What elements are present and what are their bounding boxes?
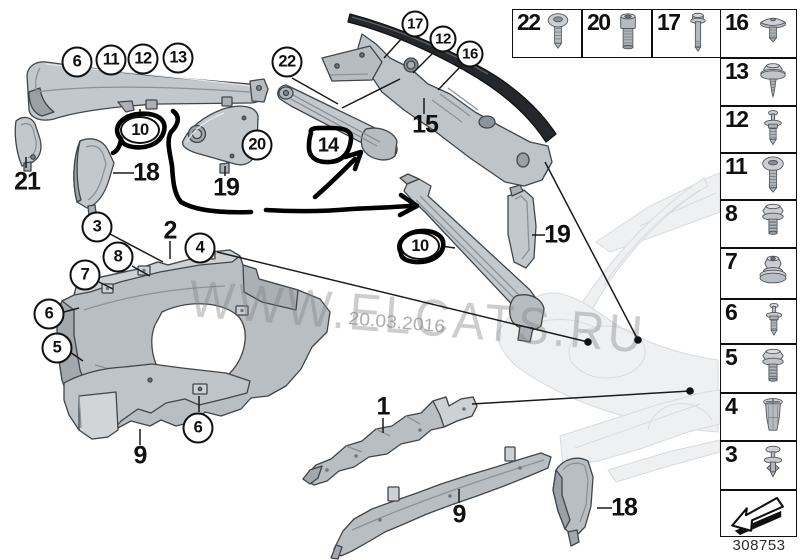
expanding-rivet-icon — [763, 445, 783, 478]
flat-head-screw-icon — [759, 17, 787, 43]
label-14[interactable]: 14 — [317, 134, 339, 157]
fastener-cell-8[interactable]: 8 — [720, 200, 797, 248]
fastener-number: 16 — [725, 9, 749, 35]
fastener-number: 6 — [725, 299, 738, 325]
callout-6-liner[interactable]: 6 — [33, 298, 65, 330]
label-9-left[interactable]: 9 — [133, 441, 148, 470]
fastener-cell-17[interactable]: 17 — [652, 9, 722, 58]
direction-arrow-cell[interactable] — [720, 490, 797, 537]
callout-8[interactable]: 8 — [102, 241, 134, 273]
callout-10-right[interactable]: 10 — [400, 232, 440, 260]
leader-dots — [584, 336, 694, 395]
callout-5[interactable]: 5 — [41, 332, 73, 364]
label-15[interactable]: 15 — [412, 110, 439, 139]
fastener-cell-4[interactable]: 4 — [720, 393, 797, 441]
fastener-number: 17 — [657, 9, 681, 35]
callout-16[interactable]: 16 — [456, 40, 484, 68]
fastener-cell-16[interactable]: 16 — [720, 9, 797, 58]
fastener-number: 11 — [725, 153, 748, 179]
hex-bolt-icon — [690, 12, 706, 52]
fastener-cell-11[interactable]: 11 — [720, 153, 797, 200]
part-sill-cover-9-left — [63, 363, 251, 440]
socket-cap-screw-icon — [620, 13, 636, 50]
label-19-left[interactable]: 19 — [213, 173, 240, 202]
label-21[interactable]: 21 — [14, 167, 41, 196]
part-cover-21 — [14, 116, 42, 172]
label-18-left[interactable]: 18 — [133, 158, 160, 187]
label-9-right[interactable]: 9 — [452, 500, 467, 529]
callout-6-strip[interactable]: 6 — [61, 46, 93, 78]
fastener-number: 13 — [725, 58, 749, 84]
fastener-cell-20[interactable]: 20 — [582, 9, 652, 58]
fastener-cell-22[interactable]: 22 — [512, 9, 582, 58]
label-18-right[interactable]: 18 — [611, 493, 638, 522]
callout-10-left[interactable]: 10 — [120, 116, 160, 144]
callout-13[interactable]: 13 — [162, 42, 194, 74]
callout-17[interactable]: 17 — [401, 10, 429, 38]
fastener-number: 3 — [725, 441, 738, 467]
pan-head-screw-icon — [547, 13, 569, 49]
part-bracket-1 — [302, 396, 478, 486]
expansion-nut-icon — [763, 398, 783, 431]
callout-4[interactable]: 4 — [184, 232, 216, 264]
fastener-number: 5 — [725, 344, 738, 370]
label-2[interactable]: 2 — [163, 216, 178, 245]
callout-3[interactable]: 3 — [81, 211, 113, 243]
fastener-cell-7[interactable]: 7 — [720, 248, 797, 299]
oval-head-screw-icon — [762, 156, 784, 193]
label-1[interactable]: 1 — [376, 392, 391, 421]
expansion-rivet-icon — [765, 302, 783, 337]
fastener-number: 4 — [725, 393, 738, 419]
fastener-number: 12 — [725, 106, 749, 132]
plastic-nut-icon — [759, 255, 787, 284]
callout-11[interactable]: 11 — [95, 44, 127, 76]
washer-screw-icon — [760, 63, 786, 99]
callout-20[interactable]: 20 — [241, 129, 273, 161]
fastener-cell-6[interactable]: 6 — [720, 299, 797, 344]
fastener-cell-5[interactable]: 5 — [720, 344, 797, 393]
fastener-number: 22 — [517, 9, 541, 35]
callout-6-bottom[interactable]: 6 — [182, 412, 214, 444]
callout-22[interactable]: 22 — [271, 46, 303, 78]
fastener-cell-13[interactable]: 13 — [720, 58, 797, 106]
leader-lines — [25, 36, 694, 509]
direction-arrow-icon — [731, 496, 784, 535]
label-19-right[interactable]: 19 — [544, 220, 571, 249]
fastener-cell-12[interactable]: 12 — [720, 106, 797, 153]
expansion-rivet-icon — [764, 110, 782, 146]
part-cover-19-right — [507, 184, 537, 269]
callout-12-strip[interactable]: 12 — [127, 43, 159, 75]
fastener-number: 8 — [725, 200, 738, 226]
fastener-number: 20 — [587, 9, 611, 35]
part-bracket-18-right — [552, 457, 594, 547]
callout-7[interactable]: 7 — [69, 259, 101, 291]
flange-screw-icon — [762, 348, 784, 382]
ghost-body — [496, 172, 721, 483]
fastener-cell-3[interactable]: 3 — [720, 441, 797, 490]
drawing-number: 308753 — [732, 537, 786, 554]
part-sill-cover-9-right — [330, 446, 552, 560]
fastener-number: 7 — [725, 248, 738, 274]
flange-bolt-icon — [762, 203, 784, 235]
callout-12-cowl[interactable]: 12 — [429, 25, 457, 53]
